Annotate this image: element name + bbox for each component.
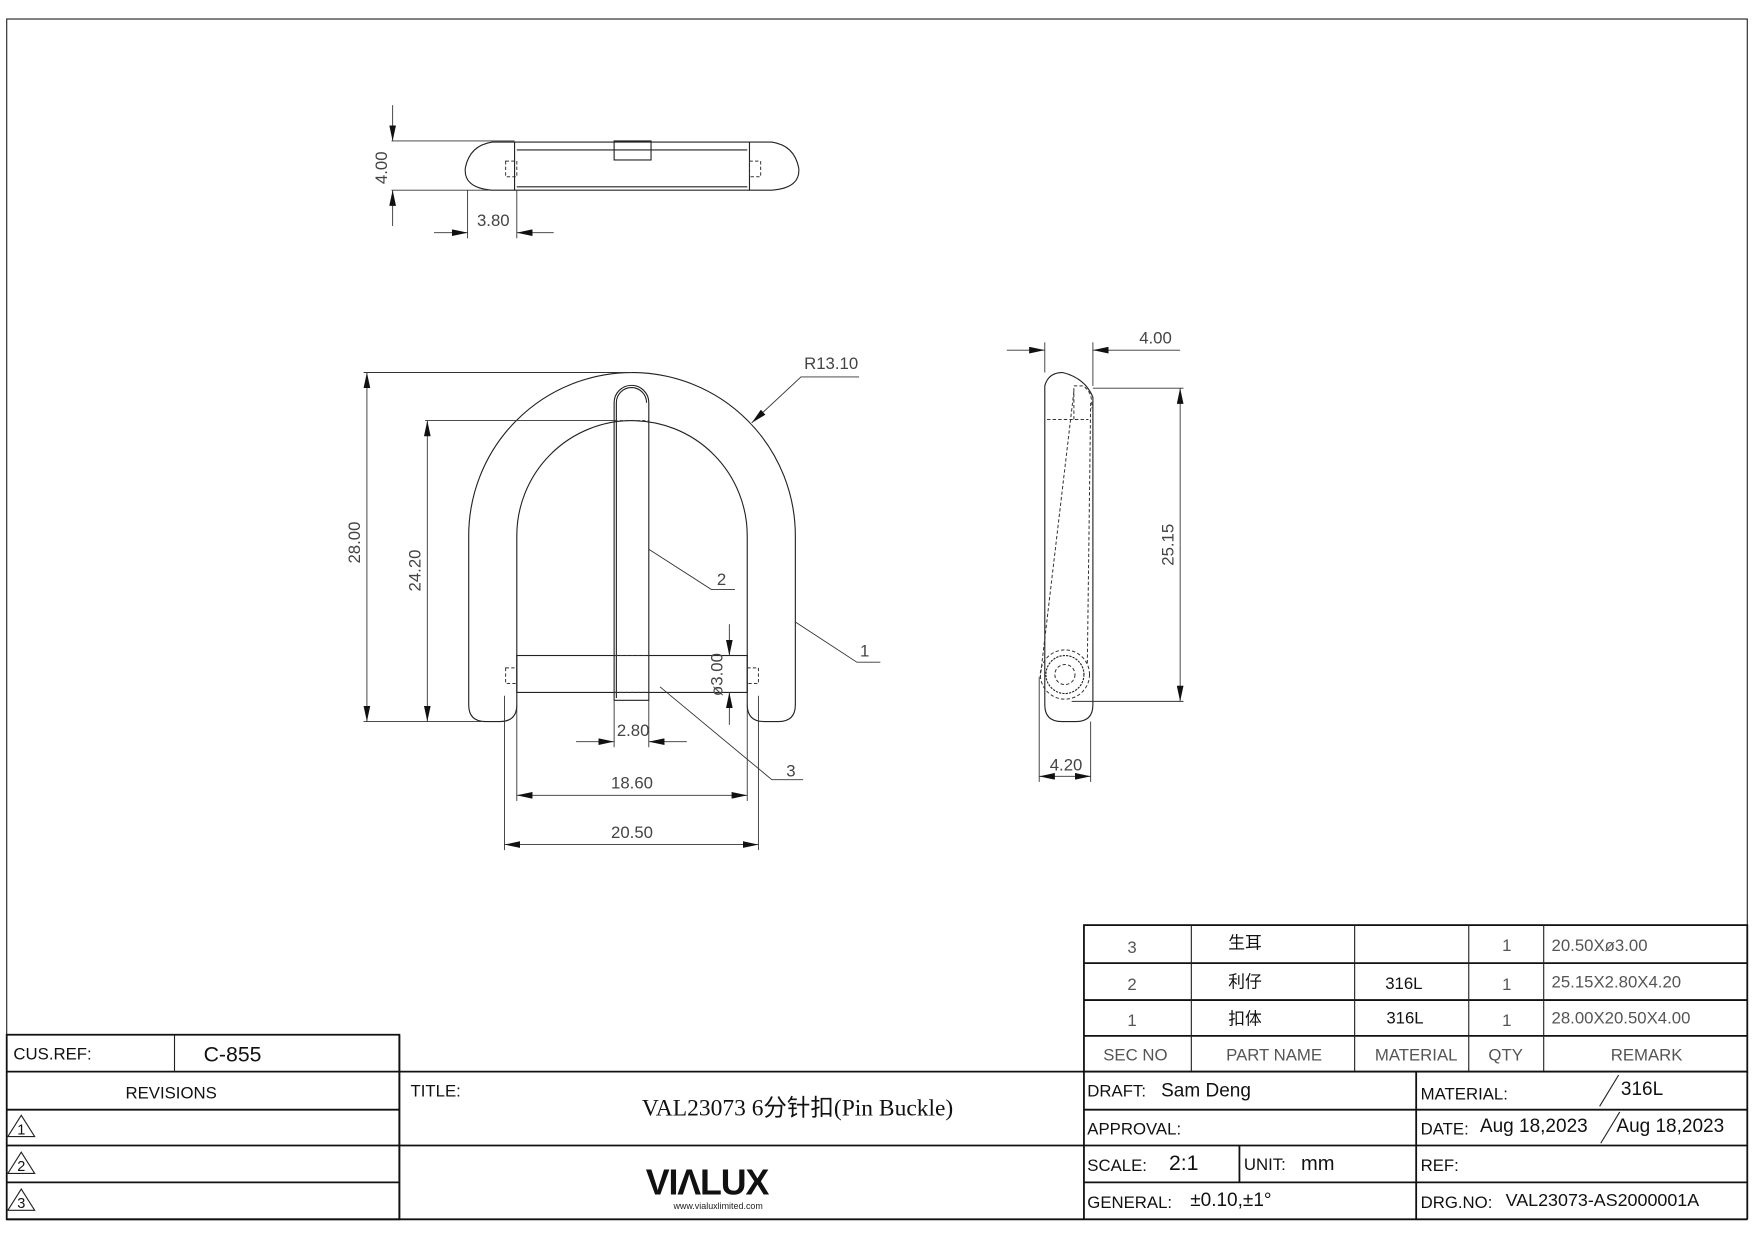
revision-3: 3 [6, 1188, 36, 1212]
revision-2: 2 [6, 1151, 36, 1175]
dim-inner-width: 18.60 [611, 774, 653, 793]
draft-label: DRAFT: [1087, 1081, 1146, 1100]
side-view: 4.00 25.15 4.20 [1006, 328, 1184, 782]
dim-side-thickness: 4.00 [1139, 328, 1172, 347]
company-logo: VIΛLUX www.vialuxlimited.com [646, 1163, 771, 1212]
title-block: CUS.REF: C-855 REVISIONS 1 2 3 TITLE: VA… [5, 1033, 1749, 1221]
material: 316L [1385, 974, 1422, 993]
dim-pin-width: 2.80 [617, 721, 650, 740]
balloon-3: 3 [786, 761, 795, 780]
front-view: 28.00 24.20 2.80 ø3.00 18.60 20.50 R13.1… [345, 354, 881, 851]
revision-triangle-icon [6, 1151, 36, 1175]
qty: 1 [1502, 936, 1511, 955]
revision-number: 3 [17, 1196, 25, 1212]
revision-number: 2 [17, 1159, 25, 1175]
header-remark: REMARK [1611, 1045, 1683, 1064]
unit-value: mm [1301, 1153, 1335, 1175]
dim-bar-diameter: ø3.00 [708, 653, 727, 696]
dim-inner-height: 24.20 [406, 550, 425, 592]
revision-number: 1 [17, 1122, 25, 1138]
material: 316L [1386, 1009, 1423, 1028]
drg-no-label: DRG.NO: [1421, 1193, 1493, 1212]
dim-pin-length: 25.15 [1158, 524, 1177, 566]
top-view: 4.00 3.80 [372, 105, 800, 239]
revision-1: 1 [6, 1114, 36, 1138]
bom-header: SEC NO PART NAME MATERIAL QTY REMARK [1103, 1045, 1682, 1064]
revision-triangle-icon [6, 1114, 36, 1138]
general-label: GENERAL: [1087, 1193, 1172, 1212]
date-drafted: Aug 18,2023 [1480, 1116, 1588, 1137]
scale-value: 2:1 [1169, 1151, 1199, 1175]
remark: 25.15X2.80X4.20 [1552, 973, 1682, 992]
sec-no: 3 [1127, 938, 1136, 957]
date-approved: Aug 18,2023 [1616, 1116, 1724, 1137]
part-name: 扣体 [1228, 1010, 1262, 1029]
material-value: 316L [1621, 1079, 1663, 1100]
scale-label: SCALE: [1087, 1156, 1147, 1175]
remark: 28.00X20.50X4.00 [1552, 1009, 1691, 1028]
header-material: MATERIAL [1375, 1045, 1458, 1064]
dim-top-end: 3.80 [477, 211, 510, 230]
draft-value: Sam Deng [1161, 1080, 1251, 1101]
balloon-2: 2 [717, 570, 726, 589]
header-sec-no: SEC NO [1103, 1045, 1167, 1064]
part-name: 利仔 [1228, 973, 1262, 992]
balloon-1: 1 [860, 642, 869, 661]
sheet-border [6, 18, 1748, 1220]
sec-no: 2 [1127, 975, 1136, 994]
general-tolerance: ±0.10,±1° [1190, 1190, 1271, 1211]
remark: 20.50Xø3.00 [1552, 936, 1648, 955]
dim-pin-height: 4.20 [1050, 756, 1083, 775]
date-label: DATE: [1421, 1119, 1469, 1138]
cus-ref-value: C-855 [204, 1043, 262, 1067]
part-name: 生耳 [1228, 934, 1262, 953]
revision-triangle-icon [6, 1188, 36, 1211]
qty: 1 [1502, 1011, 1511, 1030]
dim-overall-height: 28.00 [345, 522, 364, 564]
qty: 1 [1502, 975, 1511, 994]
revisions-label: REVISIONS [125, 1083, 216, 1102]
bom-row-3: 3 生耳 1 20.50Xø3.00 [1127, 934, 1647, 957]
header-part-name: PART NAME [1226, 1045, 1322, 1064]
cus-ref-label: CUS.REF: [13, 1044, 91, 1063]
title-label: TITLE: [411, 1081, 461, 1100]
dim-overall-width: 20.50 [611, 823, 653, 842]
bom-table: 3 生耳 1 20.50Xø3.00 2 利仔 316L 1 25.15X2.8… [1083, 924, 1749, 1073]
bom-row-1: 1 扣体 316L 1 28.00X20.50X4.00 [1127, 1009, 1690, 1030]
unit-label: UNIT: [1244, 1155, 1286, 1174]
approval-label: APPROVAL: [1087, 1119, 1181, 1138]
material-label: MATERIAL: [1421, 1085, 1508, 1104]
ref-label: REF: [1421, 1156, 1459, 1175]
dim-radius: R13.10 [804, 354, 858, 373]
drawing-title: VAL23073 6分针扣(Pin Buckle) [642, 1094, 953, 1121]
header-qty: QTY [1488, 1045, 1522, 1064]
dim-top-height: 4.00 [372, 151, 391, 184]
logo-text: VIΛLUX [646, 1163, 770, 1203]
logo-url: www.vialuxlimited.com [672, 1201, 762, 1211]
drg-no-value: VAL23073-AS2000001A [1506, 1190, 1700, 1210]
bom-row-2: 2 利仔 316L 1 25.15X2.80X4.20 [1127, 973, 1681, 994]
sec-no: 1 [1127, 1011, 1136, 1030]
